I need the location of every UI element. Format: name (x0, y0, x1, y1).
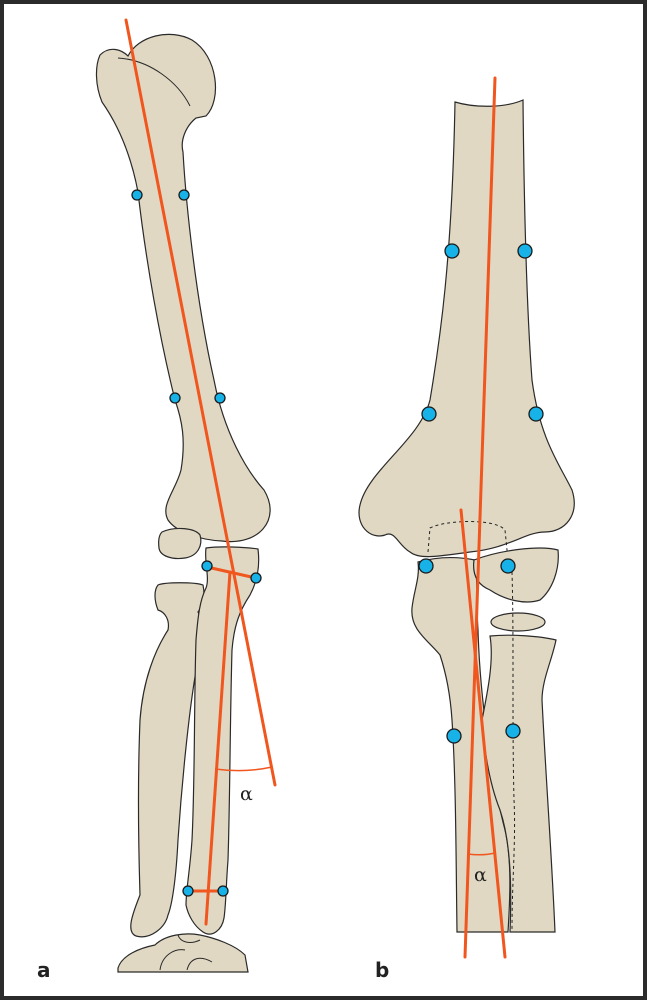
panel-b: α b (358, 76, 575, 982)
ulna-a (185, 546, 260, 935)
humerus-axis-a (124, 18, 277, 787)
humerus-b (358, 99, 575, 558)
humeral-head-line (117, 57, 191, 107)
panel-label-b: b (375, 958, 389, 982)
angle-label-b: α (474, 864, 487, 886)
olecranon-b (473, 547, 559, 603)
humerus-a (95, 33, 271, 543)
angle-arc-a (214, 766, 273, 772)
landmark-dots-a (131, 189, 262, 897)
humerus-axis-b (463, 76, 497, 959)
landmark-dots-b (418, 243, 544, 744)
radius-a (130, 582, 205, 938)
proximal-forearm-line-a (205, 565, 258, 580)
carpals-a (117, 933, 249, 973)
trochlea-dashed (427, 521, 509, 561)
radial-head-b (490, 612, 546, 632)
panel-a: α a (37, 18, 277, 982)
ulna-dashed-outline (511, 571, 516, 931)
panel-label-a: a (37, 958, 51, 982)
patella-fragment (158, 527, 202, 560)
angle-label-a: α (240, 783, 253, 805)
angle-arc-b (467, 852, 496, 856)
forearm-axis-a (204, 570, 232, 926)
forearm-axis-b (459, 508, 507, 959)
